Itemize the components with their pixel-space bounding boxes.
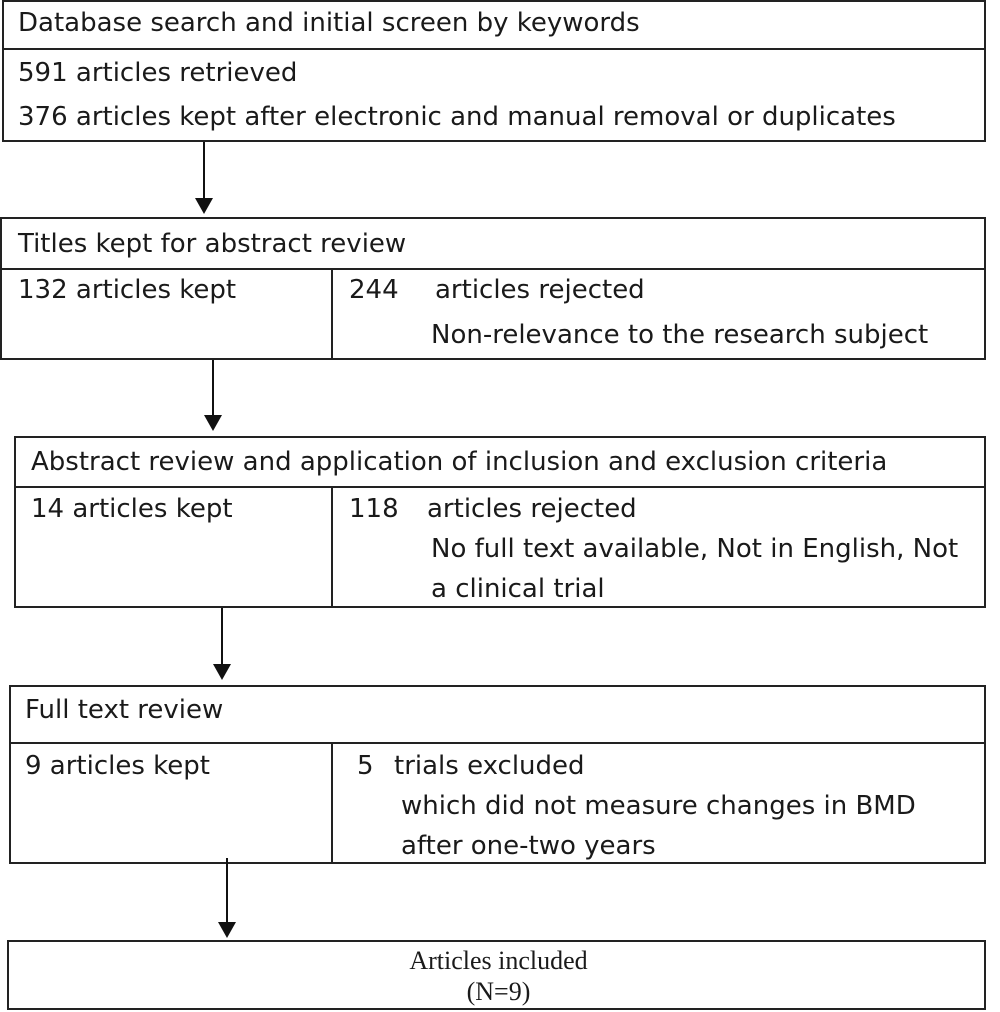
box-database-search-title: Database search and initial screen by ke… <box>18 8 640 38</box>
articles-included-title: Articles included <box>409 946 588 975</box>
articles-kept-after-duplicates-text: 376 articles kept after electronic and m… <box>18 102 896 132</box>
box-full-text-review-reason-line1: which did not measure changes in BMD <box>401 791 916 821</box>
arrow-2 <box>204 360 222 431</box>
arrow-3 <box>213 608 231 680</box>
box-full-text-review-excluded-count: 5 <box>357 751 374 781</box>
box-database-search: Database search and initial screen by ke… <box>2 0 986 142</box>
box-full-text-review-reason-line2: after one-two years <box>401 831 656 861</box>
box-abstract-review-divider <box>331 486 333 606</box>
box-abstract-review-header: Abstract review and application of inclu… <box>16 438 984 488</box>
articles-retrieved-text: 591 articles retrieved <box>18 58 298 88</box>
box-articles-included: Articles included (N=9) <box>7 940 986 1010</box>
box-abstract-review-reason-line2: a clinical trial <box>431 574 605 604</box>
box-abstract-review-rejected-label: articles rejected <box>427 494 637 524</box>
box-title-review-reason: Non-relevance to the research subject <box>431 320 929 350</box>
box-full-text-review-excluded-label: trials excluded <box>394 751 585 781</box>
box-abstract-review: Abstract review and application of inclu… <box>14 436 986 608</box>
box-title-review-rejected-count: 244 <box>349 275 399 305</box>
arrow-4 <box>218 858 236 938</box>
box-abstract-review-reason-line1: No full text available, Not in English, … <box>431 534 959 564</box>
box-full-text-review-separator <box>11 742 984 744</box>
box-title-review-divider <box>331 268 333 358</box>
articles-included-count: (N=9) <box>466 977 531 1006</box>
box-title-review-header: Titles kept for abstract review <box>2 219 984 270</box>
box-abstract-review-title: Abstract review and application of inclu… <box>31 447 888 477</box>
box-abstract-review-kept: 14 articles kept <box>31 494 233 524</box>
box-full-text-review: Full text review 9 articles kept 5 trial… <box>9 685 986 864</box>
box-title-review-title: Titles kept for abstract review <box>18 229 407 259</box>
box-full-text-review-kept: 9 articles kept <box>25 751 210 781</box>
box-full-text-review-title: Full text review <box>25 695 224 725</box>
box-database-search-header: Database search and initial screen by ke… <box>4 2 984 50</box>
arrow-1 <box>195 142 213 214</box>
box-title-review: Titles kept for abstract review 132 arti… <box>0 217 986 360</box>
box-title-review-rejected-label: articles rejected <box>435 275 645 305</box>
box-abstract-review-rejected-count: 118 <box>349 494 399 524</box>
box-full-text-review-divider <box>331 742 333 862</box>
box-full-text-review-header: Full text review <box>11 687 984 742</box>
box-title-review-kept: 132 articles kept <box>18 275 237 305</box>
